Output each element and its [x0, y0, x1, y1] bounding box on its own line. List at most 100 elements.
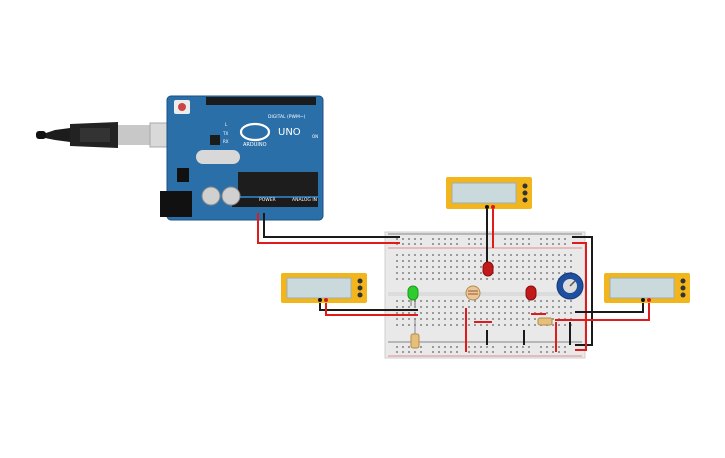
breadboard-hole[interactable] — [546, 266, 548, 268]
breadboard-hole[interactable] — [504, 272, 506, 274]
breadboard-hole[interactable] — [456, 351, 458, 353]
breadboard-hole[interactable] — [462, 324, 464, 326]
breadboard-hole[interactable] — [510, 346, 512, 348]
breadboard-hole[interactable] — [486, 312, 488, 314]
breadboard-hole[interactable] — [408, 243, 410, 245]
breadboard-hole[interactable] — [546, 300, 548, 302]
breadboard-hole[interactable] — [468, 324, 470, 326]
breadboard-hole[interactable] — [456, 300, 458, 302]
breadboard-hole[interactable] — [546, 346, 548, 348]
breadboard-hole[interactable] — [504, 278, 506, 280]
breadboard-hole[interactable] — [558, 312, 560, 314]
breadboard-hole[interactable] — [414, 306, 416, 308]
breadboard-hole[interactable] — [462, 306, 464, 308]
breadboard-hole[interactable] — [462, 312, 464, 314]
breadboard-hole[interactable] — [426, 254, 428, 256]
led-red-1[interactable] — [482, 261, 494, 277]
breadboard-hole[interactable] — [402, 300, 404, 302]
breadboard-hole[interactable] — [570, 300, 572, 302]
breadboard-hole[interactable] — [420, 324, 422, 326]
breadboard-hole[interactable] — [426, 306, 428, 308]
breadboard-hole[interactable] — [486, 300, 488, 302]
breadboard-hole[interactable] — [414, 254, 416, 256]
breadboard-hole[interactable] — [534, 254, 536, 256]
breadboard-hole[interactable] — [546, 306, 548, 308]
breadboard-hole[interactable] — [534, 300, 536, 302]
breadboard-hole[interactable] — [510, 278, 512, 280]
breadboard-hole[interactable] — [546, 312, 548, 314]
breadboard-hole[interactable] — [558, 351, 560, 353]
breadboard-hole[interactable] — [402, 351, 404, 353]
breadboard-hole[interactable] — [450, 278, 452, 280]
breadboard-hole[interactable] — [420, 318, 422, 320]
breadboard-hole[interactable] — [534, 266, 536, 268]
breadboard-hole[interactable] — [462, 318, 464, 320]
breadboard-hole[interactable] — [480, 346, 482, 348]
breadboard-hole[interactable] — [444, 254, 446, 256]
breadboard-hole[interactable] — [474, 306, 476, 308]
breadboard-hole[interactable] — [444, 266, 446, 268]
breadboard-hole[interactable] — [474, 324, 476, 326]
breadboard-hole[interactable] — [408, 324, 410, 326]
breadboard-hole[interactable] — [534, 324, 536, 326]
breadboard-hole[interactable] — [438, 260, 440, 262]
breadboard-hole[interactable] — [468, 278, 470, 280]
breadboard-hole[interactable] — [438, 324, 440, 326]
breadboard-hole[interactable] — [468, 300, 470, 302]
breadboard-hole[interactable] — [528, 346, 530, 348]
breadboard-hole[interactable] — [444, 346, 446, 348]
breadboard-hole[interactable] — [528, 254, 530, 256]
breadboard-hole[interactable] — [486, 278, 488, 280]
breadboard-hole[interactable] — [450, 324, 452, 326]
breadboard-hole[interactable] — [474, 254, 476, 256]
breadboard-hole[interactable] — [528, 306, 530, 308]
breadboard-hole[interactable] — [510, 324, 512, 326]
breadboard-hole[interactable] — [444, 272, 446, 274]
breadboard-hole[interactable] — [486, 351, 488, 353]
breadboard-hole[interactable] — [474, 266, 476, 268]
breadboard-hole[interactable] — [552, 324, 554, 326]
breadboard-hole[interactable] — [420, 260, 422, 262]
breadboard-hole[interactable] — [510, 312, 512, 314]
breadboard-hole[interactable] — [414, 266, 416, 268]
breadboard-hole[interactable] — [522, 243, 524, 245]
led-red-2[interactable] — [525, 285, 537, 301]
breadboard-hole[interactable] — [438, 266, 440, 268]
breadboard-hole[interactable] — [474, 278, 476, 280]
breadboard-hole[interactable] — [438, 318, 440, 320]
breadboard-hole[interactable] — [414, 272, 416, 274]
breadboard-hole[interactable] — [528, 260, 530, 262]
reset-button[interactable] — [178, 103, 186, 111]
breadboard-hole[interactable] — [396, 266, 398, 268]
breadboard-hole[interactable] — [552, 346, 554, 348]
breadboard-hole[interactable] — [444, 238, 446, 240]
breadboard-hole[interactable] — [558, 300, 560, 302]
breadboard-hole[interactable] — [510, 351, 512, 353]
breadboard-hole[interactable] — [456, 243, 458, 245]
breadboard-hole[interactable] — [432, 351, 434, 353]
breadboard-hole[interactable] — [504, 243, 506, 245]
breadboard-hole[interactable] — [492, 346, 494, 348]
breadboard-hole[interactable] — [522, 254, 524, 256]
breadboard-hole[interactable] — [414, 260, 416, 262]
breadboard-hole[interactable] — [468, 306, 470, 308]
breadboard-hole[interactable] — [564, 312, 566, 314]
breadboard-hole[interactable] — [564, 346, 566, 348]
breadboard-hole[interactable] — [528, 266, 530, 268]
breadboard-hole[interactable] — [426, 324, 428, 326]
breadboard-hole[interactable] — [570, 312, 572, 314]
breadboard-hole[interactable] — [546, 260, 548, 262]
breadboard-hole[interactable] — [444, 278, 446, 280]
breadboard-hole[interactable] — [462, 278, 464, 280]
breadboard-hole[interactable] — [540, 278, 542, 280]
breadboard-hole[interactable] — [510, 243, 512, 245]
breadboard-hole[interactable] — [552, 306, 554, 308]
breadboard-hole[interactable] — [558, 238, 560, 240]
breadboard-hole[interactable] — [516, 260, 518, 262]
breadboard-hole[interactable] — [480, 300, 482, 302]
breadboard-hole[interactable] — [432, 300, 434, 302]
breadboard-hole[interactable] — [486, 306, 488, 308]
breadboard-hole[interactable] — [468, 243, 470, 245]
